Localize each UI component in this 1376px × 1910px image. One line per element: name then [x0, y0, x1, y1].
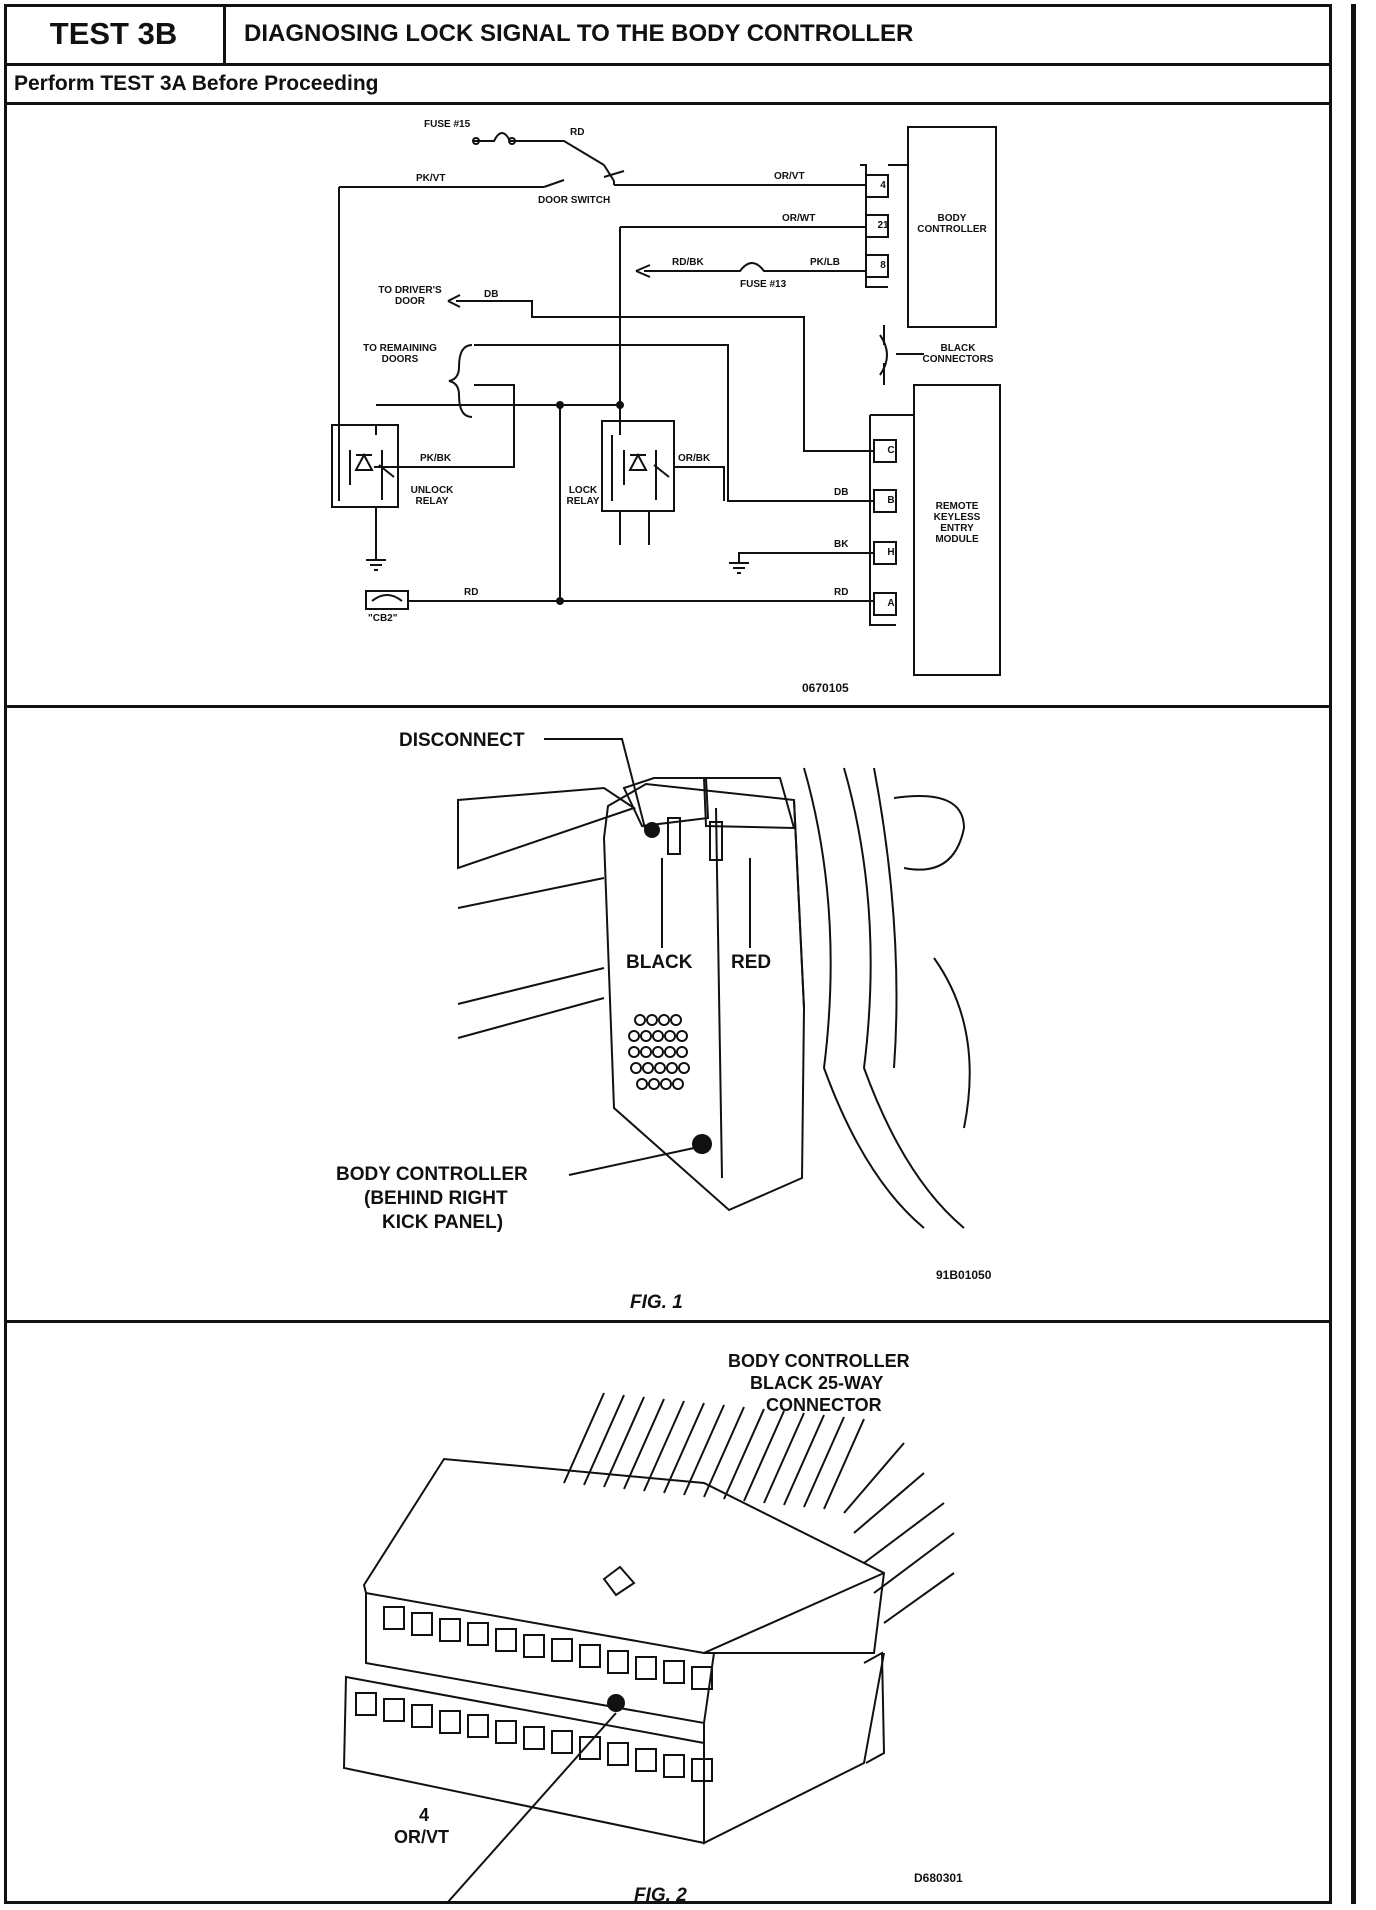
label-rd-bk: RD/BK — [672, 257, 704, 268]
prerequisite-note: Perform TEST 3A Before Proceeding — [4, 66, 1332, 105]
label-cb2: "CB2" — [368, 613, 398, 624]
label-black: BLACK — [626, 952, 693, 973]
test-title: DIAGNOSING LOCK SIGNAL TO THE BODY CONTR… — [244, 19, 914, 47]
label-pk-vt: PK/VT — [416, 173, 446, 184]
wiring-schematic-panel: FUSE #15 RD PK/VT DOOR SWITCH OR/VT OR/W… — [4, 105, 1332, 705]
pin-wire-color: OR/VT — [394, 1827, 450, 1847]
label-connector: CONNECTOR — [766, 1395, 882, 1415]
label-body-controller: BODY CONTROLLER — [917, 213, 987, 235]
rke-pin-label: H — [887, 547, 895, 558]
fig2-panel: BODY CONTROLLER BLACK 25-WAY CONNECTOR 4… — [4, 1323, 1332, 1906]
test-number: TEST 3B — [4, 4, 226, 63]
fig1-panel: DISCONNECT BLACK RED BODY CONTROLLER (BE… — [4, 708, 1332, 1320]
label-body-controller: BODY CONTROLLER — [728, 1351, 910, 1371]
rke-pin-a — [873, 592, 897, 616]
schematic-figure-code: 0670105 — [802, 681, 849, 695]
label-fuse-13: FUSE #13 — [740, 279, 787, 290]
label-or-vt: OR/VT — [774, 171, 805, 182]
label-behind-right: (BEHIND RIGHT — [364, 1188, 508, 1209]
label-door-switch: DOOR SWITCH — [538, 195, 611, 206]
label-rke-module: REMOTE KEYLESS ENTRY MODULE — [933, 501, 981, 545]
page-edge — [1351, 4, 1356, 1904]
rke-module-box — [913, 384, 1001, 676]
label-rd-top: RD — [570, 127, 585, 138]
label-bk: BK — [834, 539, 849, 550]
label-kick-panel: KICK PANEL) — [382, 1212, 504, 1233]
label-pk-bk: PK/BK — [420, 453, 452, 464]
wiring-schematic — [331, 126, 1001, 676]
fig2-caption: FIG. 2 — [634, 1885, 687, 1906]
label-rd-bottom-right: RD — [834, 587, 849, 598]
label-red: RED — [731, 952, 772, 973]
header-row: TEST 3B DIAGNOSING LOCK SIGNAL TO THE BO… — [4, 4, 1332, 66]
fig1-illustration — [457, 738, 971, 1229]
page-frame — [4, 4, 1332, 1904]
label-db-top: DB — [484, 289, 499, 300]
label-disconnect: DISCONNECT — [399, 730, 525, 751]
label-or-bk: OR/BK — [678, 453, 711, 464]
bc-pin-label: 21 — [877, 220, 889, 231]
divider — [4, 1320, 1332, 1323]
rke-pin-label: B — [887, 495, 895, 506]
label-fuse-15: FUSE #15 — [424, 119, 471, 130]
label-body-controller: BODY CONTROLLER — [336, 1164, 528, 1185]
fig1-caption: FIG. 1 — [630, 1292, 683, 1313]
body-controller-box — [907, 126, 997, 328]
label-to-drivers-door: TO DRIVER'S DOOR — [378, 285, 442, 307]
pin-number: 4 — [419, 1805, 430, 1825]
label-to-remaining-doors: TO REMAINING DOORS — [363, 343, 437, 365]
bc-pin-label: 4 — [880, 180, 886, 191]
label-black-connectors: BLACK CONNECTORS — [922, 343, 994, 365]
rke-pin-label: A — [887, 598, 895, 609]
label-lock-relay: LOCK RELAY — [566, 485, 600, 507]
rke-pin-label: C — [887, 445, 895, 456]
fig2-code: D680301 — [914, 1871, 963, 1885]
fig1-code: 91B01050 — [936, 1268, 992, 1282]
divider — [4, 705, 1332, 708]
fig2-illustration — [342, 1392, 955, 1903]
label-db-mid: DB — [834, 487, 849, 498]
bc-pin-label: 8 — [880, 260, 886, 271]
label-pk-lb: PK/LB — [810, 257, 840, 268]
label-or-wt: OR/WT — [782, 213, 816, 224]
label-black-25-way: BLACK 25-WAY — [750, 1373, 884, 1393]
label-rd-bottom-left: RD — [464, 587, 479, 598]
label-unlock-relay: UNLOCK RELAY — [410, 485, 454, 507]
